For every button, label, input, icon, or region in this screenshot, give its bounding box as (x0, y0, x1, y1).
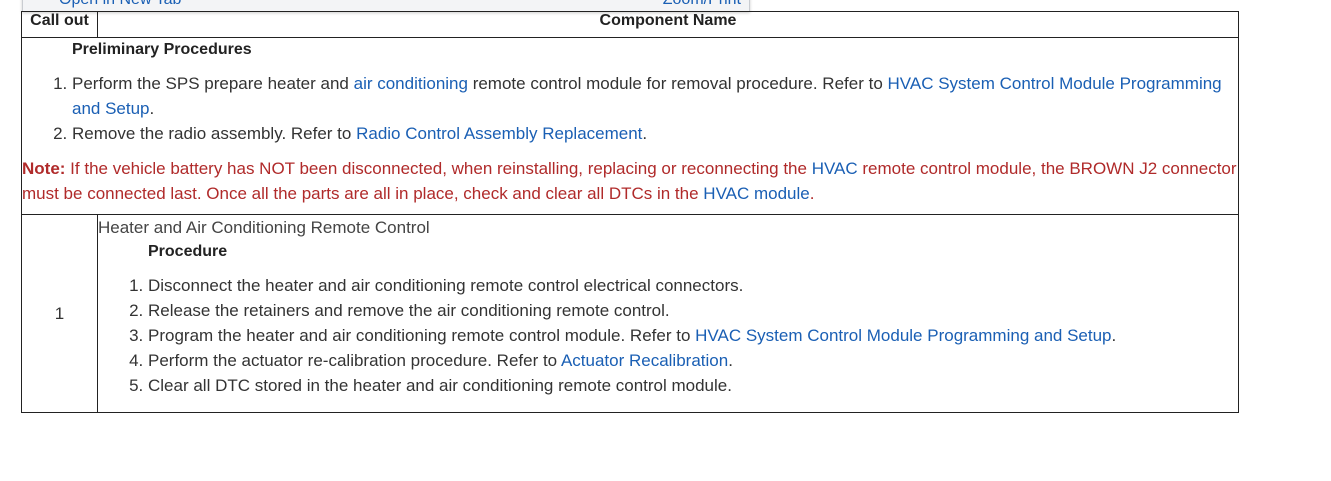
list-item: Release the retainers and remove the air… (148, 298, 1238, 323)
hvac-programming-link[interactable]: HVAC System Control Module Programming a… (695, 326, 1112, 345)
list-item: Perform the actuator re-calibration proc… (148, 348, 1238, 373)
table-row: 1 Heater and Air Conditioning Remote Con… (21, 214, 1239, 413)
table-row: Preliminary Procedures Perform the SPS p… (21, 37, 1239, 215)
hvac-link[interactable]: HVAC (811, 159, 858, 178)
component-name: Heater and Air Conditioning Remote Contr… (98, 218, 430, 237)
hvac-module-link[interactable]: HVAC module (703, 184, 810, 203)
actuator-recalibration-link[interactable]: Actuator Recalibration (560, 351, 729, 370)
list-item: Disconnect the heater and air conditioni… (148, 273, 1238, 298)
note: Note: If the vehicle battery has NOT bee… (22, 156, 1238, 206)
callout-header: Call out (21, 11, 98, 38)
preliminary-cell: Preliminary Procedures Perform the SPS p… (21, 37, 1239, 215)
list-item: Remove the radio assembly. Refer to Radi… (72, 121, 1238, 146)
step-text: Perform the SPS prepare heater and (72, 74, 354, 93)
open-in-new-tab-link[interactable]: Open in New Tab (59, 0, 181, 9)
hvac-programming-link[interactable]: HVAC System Control Module Programming a… (72, 74, 1222, 118)
step-text: Remove the radio assembly. Refer to (72, 124, 357, 143)
note-label: Note: (22, 159, 66, 178)
list-item: Perform the SPS prepare heater and air c… (72, 71, 1238, 121)
step-text: . (1111, 326, 1117, 345)
step-text: . (728, 351, 733, 370)
radio-replacement-link[interactable]: Radio Control Assembly Replacement (356, 124, 643, 143)
component-table: Call out Component Name Preliminary Proc… (21, 11, 1239, 413)
step-text: Perform the actuator re-calibration proc… (148, 351, 561, 370)
note-text: If the vehicle battery has NOT been disc… (65, 159, 812, 178)
list-item: Clear all DTC stored in the heater and a… (148, 373, 1238, 398)
note-text: remote control module, the BROWN J2 conn… (22, 159, 1237, 203)
note-text: . (809, 184, 815, 203)
zoom-print-link[interactable]: Zoom/Print (663, 0, 741, 9)
procedure-title: Procedure (148, 243, 228, 260)
air-conditioning-link[interactable]: air conditioning (353, 74, 468, 93)
table-header: Call out Component Name (21, 11, 1239, 38)
callout-number: 1 (21, 214, 98, 413)
step-text: . (642, 124, 648, 143)
list-item: Program the heater and air conditioning … (148, 323, 1238, 348)
step-text: remote control module for removal proced… (467, 74, 888, 93)
step-text: Program the heater and air conditioning … (148, 326, 696, 345)
step-text: . (149, 99, 155, 118)
preliminary-title: Preliminary Procedures (72, 41, 252, 58)
preliminary-steps: Perform the SPS prepare heater and air c… (22, 71, 1238, 146)
component-name-header: Component Name (97, 11, 1239, 38)
procedure-steps: Disconnect the heater and air conditioni… (98, 273, 1238, 398)
component-cell: Heater and Air Conditioning Remote Contr… (97, 214, 1239, 413)
